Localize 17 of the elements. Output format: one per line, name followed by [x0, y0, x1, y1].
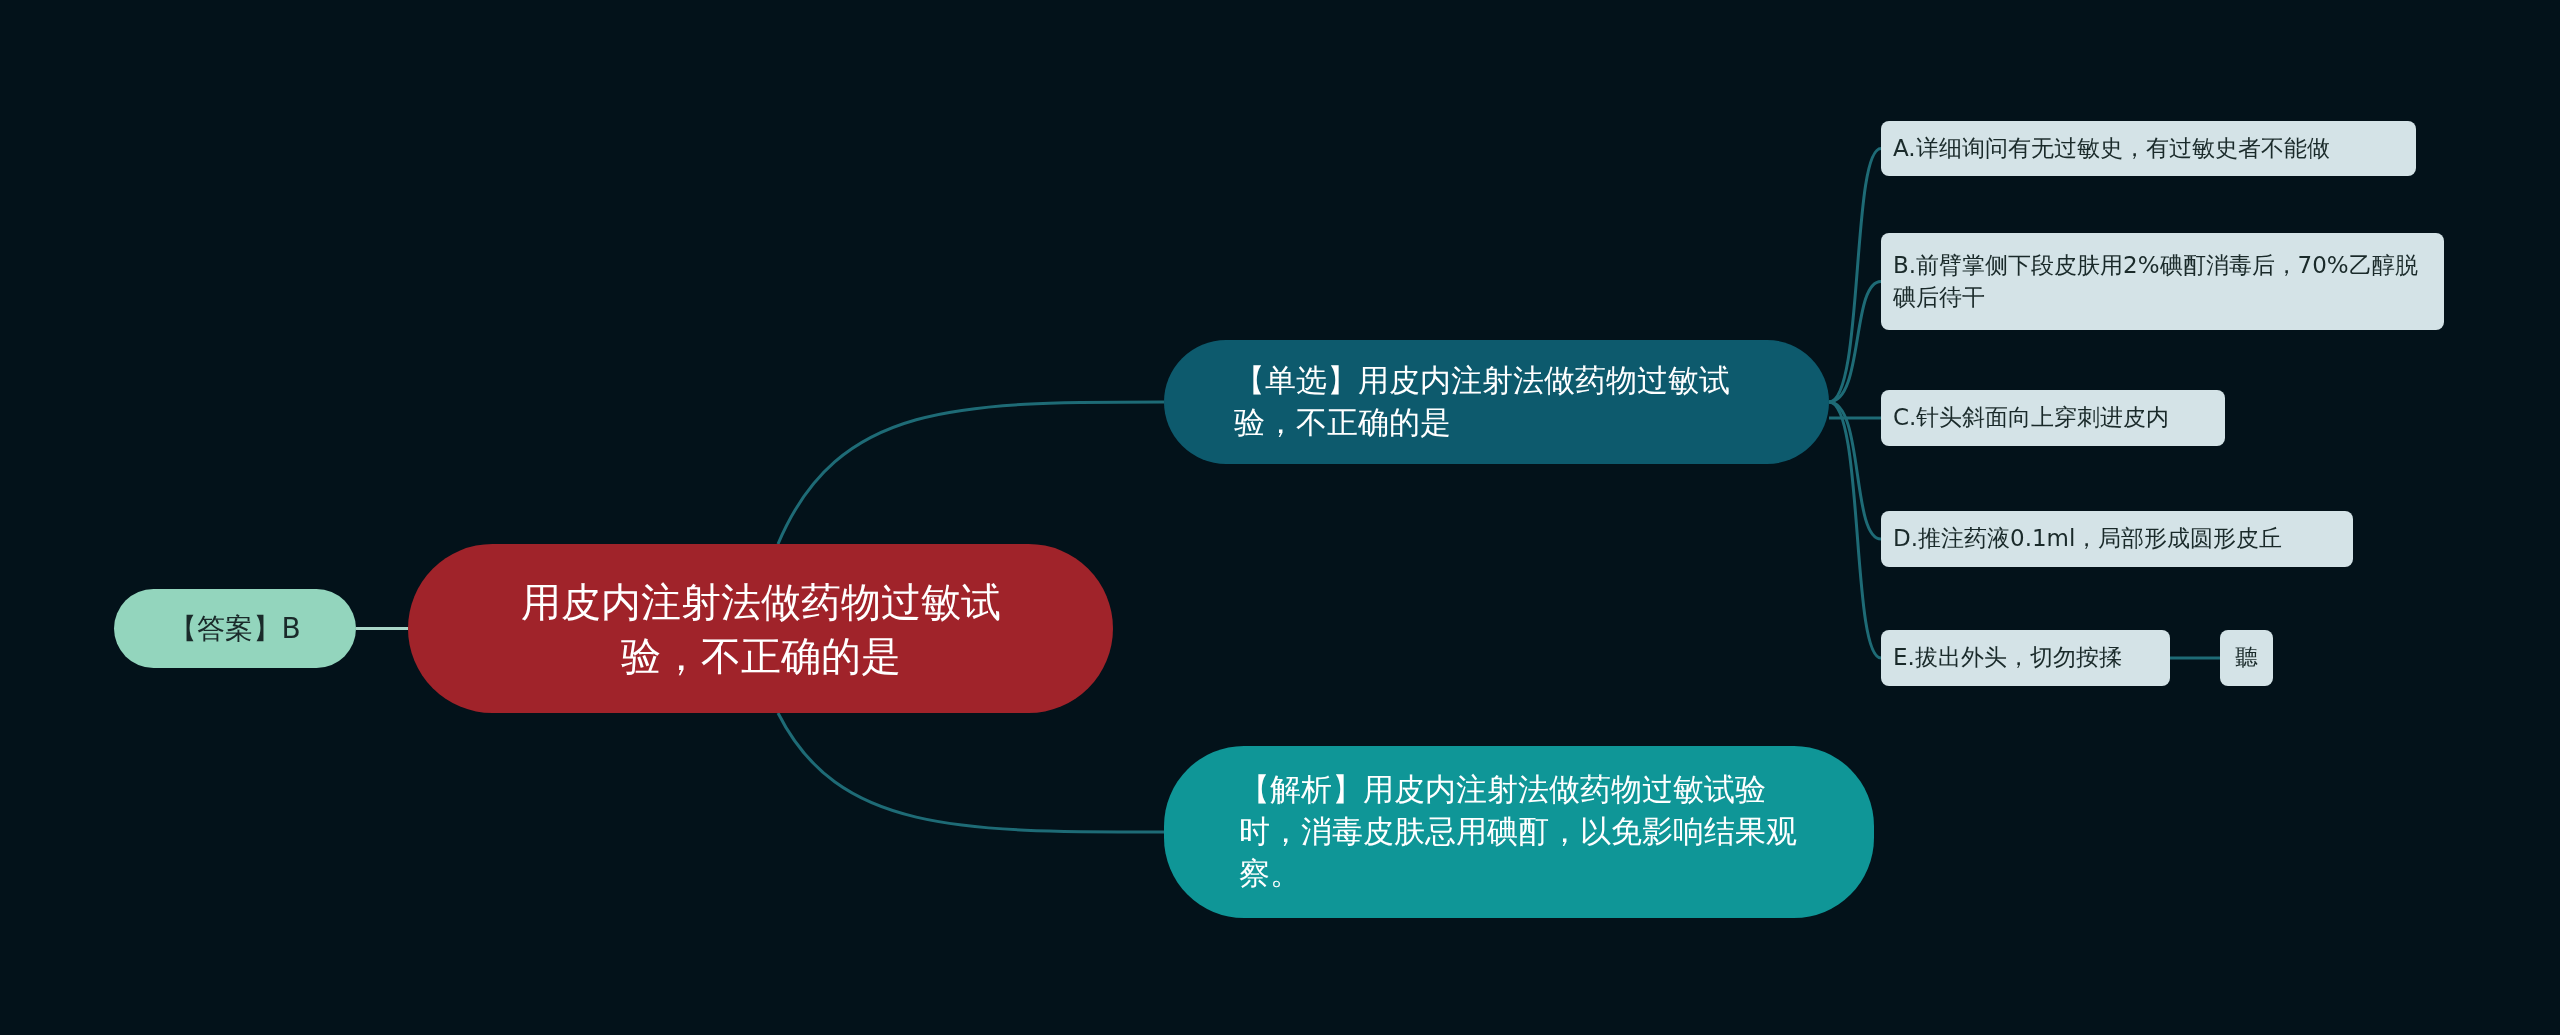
answer-box: 【答案】B [114, 589, 356, 668]
connector-line [1828, 280, 1882, 404]
question-box: 【单选】用皮内注射法做药物过敏试验，不正确的是 [1164, 340, 1829, 464]
option-box: D.推注药液0.1ml，局部形成圆形皮丘 [1881, 511, 2353, 567]
option-box: E.拔出外头，切勿按揉 [1881, 630, 2170, 686]
connector-line [356, 627, 408, 630]
connector-line [1828, 400, 1882, 660]
option-box: B.前臂掌侧下段皮肤用2%碘酊消毒后，70%乙醇脱碘后待干 [1881, 233, 2444, 330]
option-box: C.针头斜面向上穿刺进皮内 [1881, 390, 2225, 446]
connector-line [1829, 416, 1881, 420]
topic-box: 用皮内注射法做药物过敏试验，不正确的是 [408, 544, 1113, 713]
connector-line [776, 400, 1164, 545]
connector-line [2170, 656, 2220, 660]
connector-line [776, 712, 1164, 834]
explanation-box: 【解析】用皮内注射法做药物过敏试验时，消毒皮肤忌用碘酊，以免影响结果观察。 [1164, 746, 1874, 918]
option-box: A.详细询问有无过敏史，有过敏史者不能做 [1881, 121, 2416, 176]
note-box: 聽 [2220, 630, 2273, 686]
